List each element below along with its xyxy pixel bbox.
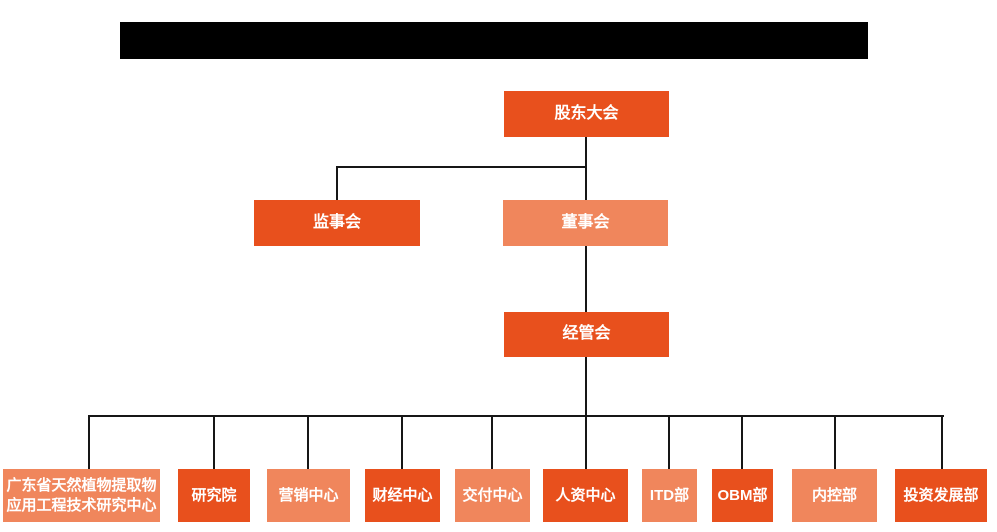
connector-board-management [585,246,587,312]
org-node-investment-development-department: 投资发展部 [895,469,987,522]
connector-drop-dept10 [941,415,943,469]
redacted-title-bar [120,22,868,59]
org-node-finance-center: 财经中心 [365,469,440,522]
connector-shareholders-down [585,137,587,168]
org-node-management-committee: 经管会 [504,312,669,357]
org-node-itd-department: ITD部 [642,469,697,522]
connector-drop-dept4 [401,415,403,469]
connector-departments-bus [88,415,944,417]
connector-drop-dept3 [307,415,309,469]
connector-drop-dept7 [668,415,670,469]
connector-drop-dept9 [834,415,836,469]
connector-level2-horizontal [336,166,587,168]
connector-drop-dept6 [585,415,587,469]
connector-management-down [585,357,587,417]
connector-drop-supervisory [336,166,338,200]
org-node-research-center: 广东省天然植物提取物应用工程技术研究中心 [3,469,160,522]
org-node-supervisory-board: 监事会 [254,200,420,246]
org-node-obm-department: OBM部 [712,469,773,522]
connector-drop-board [585,166,587,200]
connector-drop-dept1 [88,415,90,469]
connector-drop-dept8 [741,415,743,469]
org-node-hr-center: 人资中心 [543,469,628,522]
org-node-marketing-center: 营销中心 [267,469,350,522]
org-node-internal-control-department: 内控部 [792,469,877,522]
org-node-shareholders-meeting: 股东大会 [504,91,669,137]
org-node-research-institute: 研究院 [178,469,250,522]
connector-drop-dept2 [213,415,215,469]
connector-drop-dept5 [491,415,493,469]
org-node-board-of-directors: 董事会 [503,200,668,246]
org-node-delivery-center: 交付中心 [455,469,530,522]
